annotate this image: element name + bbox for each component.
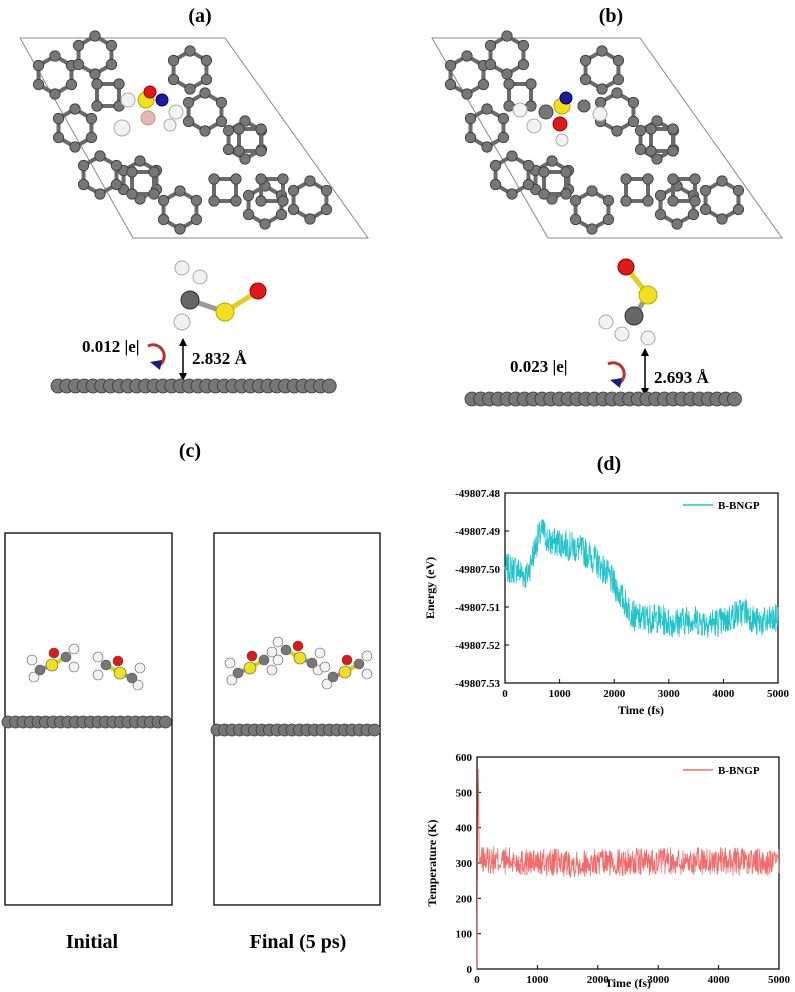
y-tick-label: -49807.50 — [455, 564, 500, 576]
x-tick-label: 4000 — [708, 974, 731, 986]
y-tick-label: 300 — [456, 858, 473, 870]
caption-initial: Initial — [66, 931, 119, 953]
y-tick-label: 0 — [467, 964, 473, 976]
x-tick-label: 3000 — [658, 688, 681, 700]
md-box-initial — [1, 532, 173, 906]
panel-label-c: (c) — [179, 440, 201, 462]
distance-label-a: 2.832 Å — [192, 349, 248, 368]
panel-b-top-view — [431, 30, 783, 239]
side-molecule-a — [173, 260, 267, 331]
adsorbed-molecule-a — [113, 85, 184, 137]
x-tick-label: 2000 — [603, 688, 626, 700]
x-tick-label: 1000 — [549, 688, 572, 700]
x-tick-label: 4000 — [712, 688, 735, 700]
energy-series-line — [504, 519, 779, 639]
temperature-series-line — [476, 768, 780, 970]
x-tick-label: 5000 — [767, 688, 790, 700]
y-tick-label: -49807.53 — [455, 678, 500, 690]
y-tick-label: 200 — [456, 893, 473, 905]
energy-chart: 0 1000 2000 3000 4000 5000 -49807.48 -49807.49 -… — [423, 488, 790, 717]
graphene-lattice-b — [444, 30, 745, 235]
side-sheet-a — [50, 378, 337, 394]
energy-x-axis-title: Time (fs) — [618, 703, 664, 717]
caption-final: Final (5 ps) — [250, 931, 347, 953]
unit-cell-a — [19, 37, 369, 239]
energy-legend-label: B-BNGP — [718, 500, 760, 512]
temperature-y-axis-title: Temperature (K) — [425, 820, 439, 907]
y-tick-label: -49807.48 — [455, 488, 500, 500]
charge-label-b: 0.023 |e| — [510, 357, 568, 376]
panel-label-b: (b) — [599, 5, 623, 27]
y-tick-label: 600 — [456, 752, 473, 764]
y-tick-label: 500 — [456, 787, 473, 799]
temperature-x-axis-title: Time (fs) — [605, 976, 651, 990]
x-tick-label: 5000 — [768, 974, 791, 986]
temperature-chart: 0 1000 2000 3000 4000 5000 0 100 200 300 400 500 600… — [425, 752, 791, 990]
y-tick-label: -49807.51 — [455, 602, 500, 614]
molecules-final — [224, 636, 373, 690]
x-tick-label: 0 — [502, 688, 508, 700]
adsorbed-molecule-b — [512, 91, 608, 147]
x-tick-label: 0 — [474, 974, 480, 986]
panel-a-top-view — [19, 30, 369, 239]
panel-label-d: (d) — [597, 453, 621, 475]
side-sheet-b — [464, 391, 742, 407]
panel-b-side-view: 2.693 Å 0.023 |e| — [464, 258, 742, 407]
charge-label-a: 0.012 |e| — [82, 337, 140, 356]
x-tick-label: 1000 — [526, 974, 549, 986]
unit-cell-b — [431, 37, 783, 239]
energy-plot-frame — [504, 492, 779, 684]
x-tick-label: 3000 — [647, 974, 670, 986]
temperature-legend-label: B-BNGP — [718, 765, 760, 777]
y-tick-label: -49807.52 — [455, 640, 500, 652]
y-tick-label: 100 — [456, 929, 473, 941]
energy-y-axis-title: Energy (eV) — [423, 557, 437, 619]
sheet-initial — [1, 715, 172, 729]
y-tick-label: -49807.49 — [455, 526, 500, 538]
panel-label-a: (a) — [188, 5, 211, 27]
panel-a-side-view: 2.832 Å 0.012 |e| — [50, 260, 337, 394]
y-tick-label: 400 — [456, 823, 473, 835]
sheet-final — [210, 723, 381, 737]
side-molecule-b — [598, 258, 658, 346]
x-tick-label: 2000 — [587, 974, 610, 986]
molecules-initial — [26, 643, 146, 691]
distance-label-b: 2.693 Å — [654, 368, 710, 387]
graphene-lattice-a — [32, 30, 333, 235]
md-box-final — [210, 532, 381, 906]
